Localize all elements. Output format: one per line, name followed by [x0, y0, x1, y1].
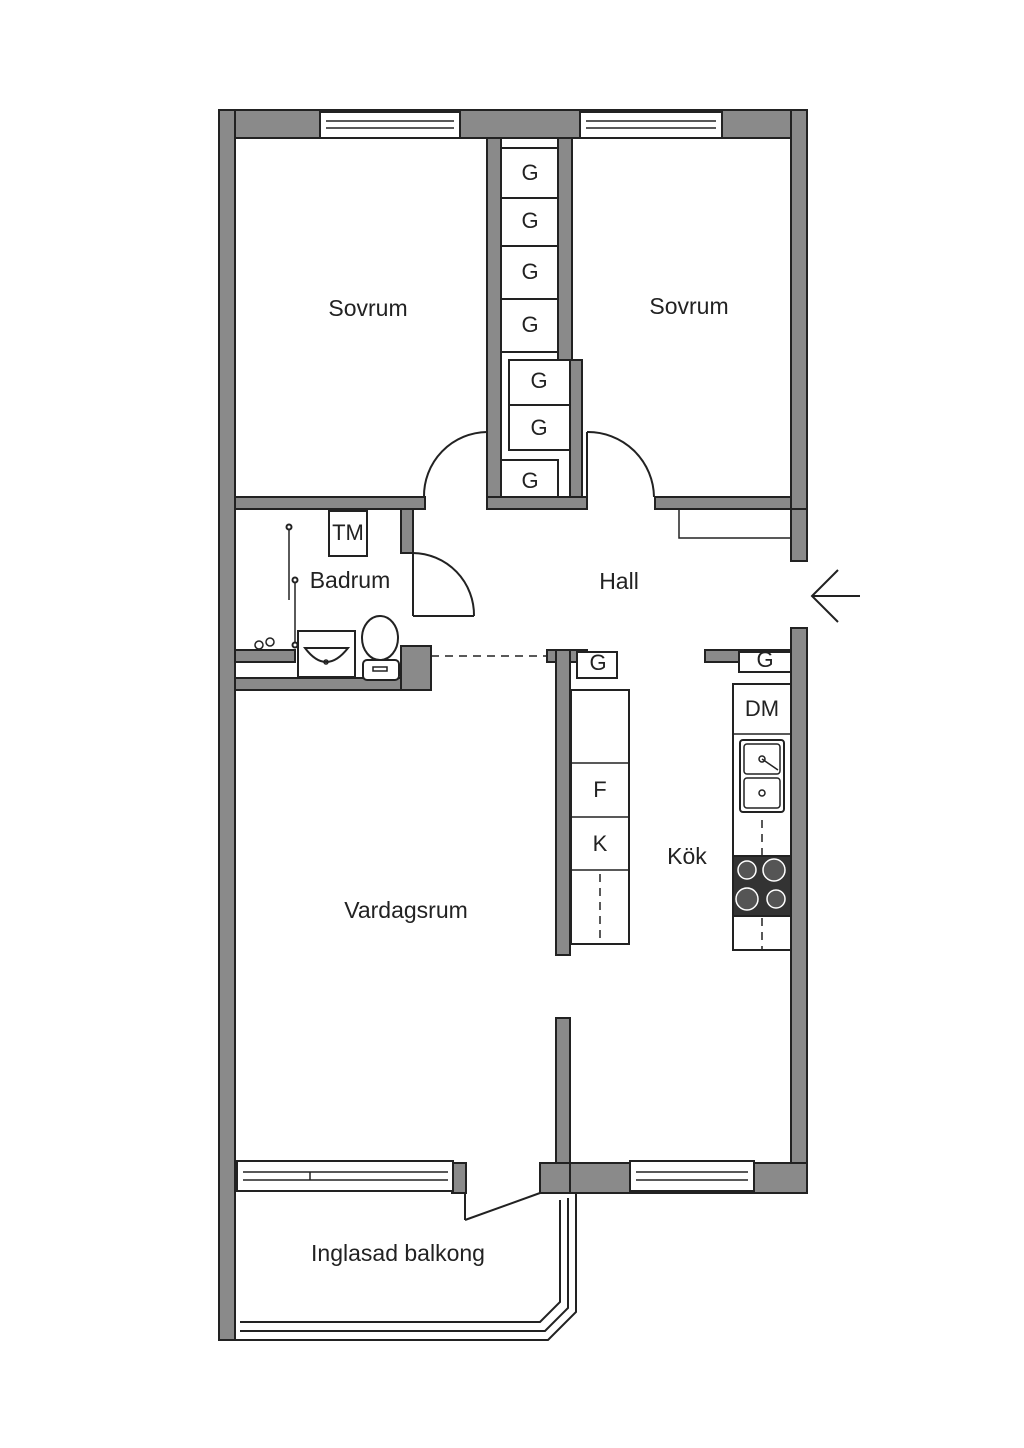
window-bottom-kitchen	[629, 1160, 755, 1192]
freezer-label: K	[593, 831, 608, 856]
wardrobe-column	[500, 147, 792, 679]
wardrobe-g-1: G	[521, 160, 538, 185]
door-bathroom	[412, 552, 476, 617]
room-label-sovrum-right: Sovrum	[649, 293, 728, 319]
interior-walls	[234, 137, 808, 1194]
room-label-sovrum-left: Sovrum	[328, 295, 407, 321]
door-bedroom-right	[586, 430, 655, 498]
wardrobe-g-hall-1: G	[589, 650, 606, 675]
window-bottom-living	[236, 1160, 454, 1192]
wardrobe-g-5: G	[530, 368, 547, 393]
room-label-badrum: Badrum	[310, 567, 391, 593]
fridge-label: F	[593, 777, 606, 802]
wardrobe-g-2: G	[521, 208, 538, 233]
room-label-kok: Kök	[667, 843, 707, 869]
tm-label: TM	[332, 520, 364, 545]
balcony	[234, 1192, 577, 1341]
wardrobe-labels: G G G G G G G G G	[521, 160, 773, 675]
hall-shelf	[678, 509, 791, 539]
kitchen-fixtures: F K DM	[570, 683, 792, 951]
entrance-arrow-icon	[810, 569, 860, 623]
wardrobe-g-6: G	[530, 415, 547, 440]
window-top-left	[319, 111, 461, 139]
dm-label: DM	[745, 696, 779, 721]
window-top-right	[579, 111, 723, 139]
door-bedroom-left	[422, 431, 488, 498]
wardrobe-g-3: G	[521, 259, 538, 284]
room-label-hall: Hall	[599, 568, 639, 594]
wardrobe-g-hall-2: G	[756, 647, 773, 672]
room-label-balkong: Inglasad balkong	[311, 1240, 485, 1266]
wardrobe-g-4: G	[521, 312, 538, 337]
bathroom-fixtures: TM	[254, 510, 400, 681]
room-label-vardagsrum: Vardagsrum	[344, 897, 468, 923]
wardrobe-g-7: G	[521, 468, 538, 493]
